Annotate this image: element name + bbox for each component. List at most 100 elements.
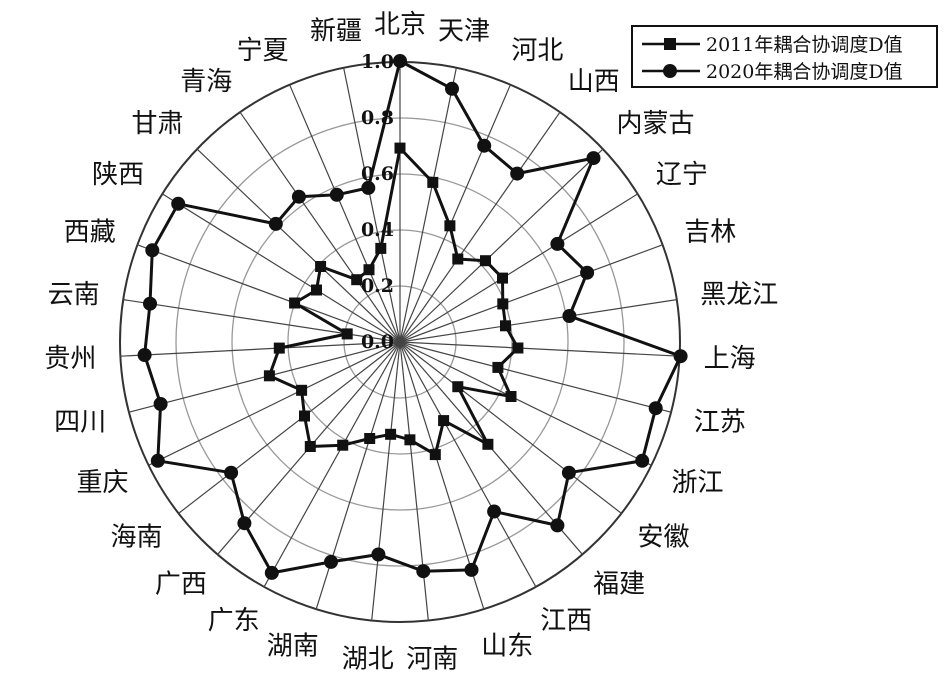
data-point-2011	[304, 441, 316, 452]
category-label: 云南	[48, 280, 100, 310]
category-label: 广西	[155, 569, 207, 599]
category-label: 河南	[406, 644, 458, 674]
grid-spoke	[289, 84, 401, 343]
data-point-2020	[416, 564, 431, 579]
data-point-2011	[512, 342, 524, 354]
legend-circle-marker	[663, 64, 677, 78]
grid-spoke	[399, 341, 652, 466]
category-label: 安徽	[638, 523, 690, 553]
data-point-2011	[289, 297, 301, 309]
data-point-2011	[482, 438, 494, 450]
category-label: 海南	[110, 523, 162, 553]
grid-spoke	[178, 341, 401, 514]
category-label: 江苏	[694, 408, 746, 438]
category-label: 广东	[208, 606, 260, 636]
tick-label: 1.0	[361, 51, 394, 73]
category-label: 青海	[180, 67, 232, 97]
tick-label: 0.6	[361, 163, 394, 185]
category-label: 福建	[593, 569, 645, 599]
grid-spoke	[399, 193, 638, 343]
grid-spoke	[120, 341, 401, 357]
grid-spoke	[263, 341, 401, 588]
radial-tick-labels: 0.00.20.40.60.81.0	[361, 51, 394, 353]
data-point-2020	[264, 565, 279, 580]
data-point-2011	[500, 320, 511, 332]
tick-label: 0.8	[361, 107, 394, 129]
grid-spoke	[239, 111, 401, 343]
data-point-2011	[263, 370, 275, 382]
category-label: 新疆	[310, 17, 362, 47]
data-point-2011	[341, 328, 353, 340]
grid-spoke	[399, 341, 429, 621]
grid-spoke	[343, 67, 401, 343]
data-point-2020	[237, 516, 252, 531]
category-label: 重庆	[76, 468, 128, 498]
data-point-2011	[311, 284, 322, 296]
data-point-2020	[648, 401, 663, 416]
data-point-2020	[635, 453, 650, 468]
grid-spoke	[399, 341, 537, 588]
category-label: 湖南	[267, 631, 319, 661]
data-point-2020	[586, 151, 601, 166]
tick-label: 0.4	[361, 219, 394, 241]
grid-spoke	[399, 244, 663, 343]
data-point-2020	[361, 180, 376, 195]
data-point-2011	[363, 264, 375, 276]
category-label: 河北	[511, 36, 563, 66]
category-label: 上海	[704, 344, 756, 374]
grid-spoke	[399, 111, 561, 343]
category-label: 山西	[568, 67, 620, 97]
data-point-2020	[673, 349, 688, 364]
data-point-2020	[550, 236, 565, 251]
category-label: 黑龙江	[700, 280, 778, 310]
category-label: 内蒙古	[617, 109, 695, 139]
grid-spoke	[162, 193, 401, 343]
grid-spoke	[399, 299, 677, 343]
grid-spoke	[399, 148, 604, 343]
data-point-2011	[404, 434, 416, 446]
category-label: 辽宁	[656, 160, 708, 190]
grid-spoke	[399, 341, 680, 357]
data-point-2020	[464, 562, 479, 577]
grid-spoke	[123, 299, 401, 343]
category-label: 宁夏	[237, 36, 289, 66]
grid-spoke	[196, 148, 401, 343]
data-point-2020	[268, 216, 283, 231]
data-point-2011	[273, 342, 285, 354]
data-point-2020	[153, 397, 168, 411]
grid-spoke	[137, 244, 401, 343]
data-point-2011	[505, 391, 517, 402]
data-point-2020	[224, 465, 239, 480]
category-label: 山东	[481, 631, 533, 661]
grid-spoke	[315, 341, 401, 610]
data-point-2020	[137, 348, 152, 362]
data-point-2011	[351, 274, 363, 286]
data-point-2020	[510, 166, 525, 181]
series-line-2020	[143, 59, 683, 575]
grid-spoke	[399, 341, 622, 514]
data-point-2020	[562, 309, 577, 323]
tick-label: 0.0	[361, 331, 394, 353]
category-label: 北京	[374, 10, 426, 40]
category-label: 江西	[540, 606, 592, 636]
data-point-2011	[452, 253, 464, 265]
category-label: 湖北	[342, 644, 394, 674]
data-point-2011	[315, 261, 327, 272]
data-point-2011	[337, 439, 349, 451]
data-point-2020	[143, 296, 157, 311]
data-point-2020	[171, 196, 186, 211]
data-point-2011	[497, 298, 509, 310]
category-label: 西藏	[64, 218, 116, 248]
data-point-2020	[580, 265, 595, 280]
category-label: 陕西	[92, 160, 144, 190]
legend-label-2011: 2011年耦合协调度D值	[706, 34, 903, 56]
legend-box	[631, 25, 938, 88]
data-point-2020	[445, 81, 459, 96]
data-point-2011	[438, 415, 450, 427]
data-point-2011	[427, 176, 439, 188]
category-label: 四川	[54, 408, 106, 438]
category-label: 浙江	[672, 468, 724, 498]
data-point-2020	[561, 465, 576, 480]
data-point-2011	[480, 255, 491, 267]
